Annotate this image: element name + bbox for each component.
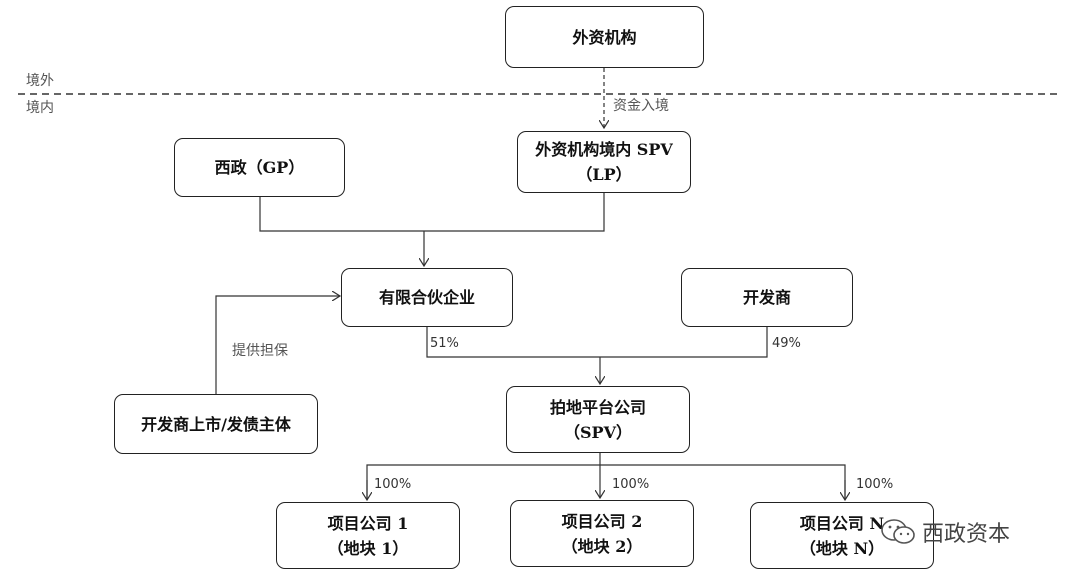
zone-inside-label: 境内 [26, 100, 54, 116]
node-p1-line2: （地块 1） [327, 538, 409, 558]
p1-percent-label: 100% [374, 477, 412, 492]
node-project-2: 项目公司 2 （地块 2） [510, 500, 694, 567]
node-foreign-institution: 外资机构 [505, 6, 704, 68]
node-listed-label: 开发商上市/发债主体 [141, 414, 291, 434]
node-project-1: 项目公司 1 （地块 1） [276, 502, 460, 569]
node-developer: 开发商 [681, 268, 853, 327]
node-spv-line1: 外资机构境内 SPV [535, 140, 673, 159]
node-platform-line1: 拍地平台公司 [549, 397, 646, 417]
node-p1-line1: 项目公司 1 [327, 513, 409, 533]
node-gp: 西政（GP） [174, 138, 345, 197]
node-developer-label: 开发商 [742, 288, 791, 307]
equity-connector [426, 327, 768, 358]
zone-outside-label: 境外 [26, 73, 54, 89]
node-platform-company: 拍地平台公司 （SPV） [506, 386, 690, 453]
node-listed-entity: 开发商上市/发债主体 [114, 394, 318, 454]
node-foreign-label: 外资机构 [572, 27, 637, 47]
node-partnership: 有限合伙企业 [341, 268, 513, 327]
watermark-text: 西政资本 [922, 522, 1011, 547]
watermark: 西政资本 [880, 516, 1010, 548]
share-partnership-label: 51% [430, 336, 459, 351]
share-developer-label: 49% [772, 336, 801, 351]
node-gp-label: 西政（GP） [214, 158, 305, 177]
node-pn-line2: （地块 N） [799, 538, 885, 558]
guarantee-arrow [215, 296, 340, 394]
p2-percent-label: 100% [612, 477, 650, 492]
node-p2-line1: 项目公司 2 [561, 511, 643, 531]
node-platform-line2: （SPV） [563, 422, 632, 442]
branch-line [366, 464, 846, 498]
node-p2-line2: （地块 2） [561, 536, 643, 556]
node-project-n: 项目公司 N （地块 N） [750, 502, 934, 569]
node-domestic-spv: 外资机构境内 SPV （LP） [517, 131, 691, 193]
node-partnership-label: 有限合伙企业 [378, 288, 475, 307]
funds-entry-label: 资金入境 [613, 98, 669, 114]
node-pn-line1: 项目公司 N [799, 513, 885, 533]
node-spv-line2: （LP） [576, 165, 632, 184]
pn-percent-label: 100% [856, 477, 894, 492]
gp-connector [259, 193, 605, 232]
wechat-icon [881, 519, 915, 544]
guarantee-label: 提供担保 [232, 343, 288, 359]
